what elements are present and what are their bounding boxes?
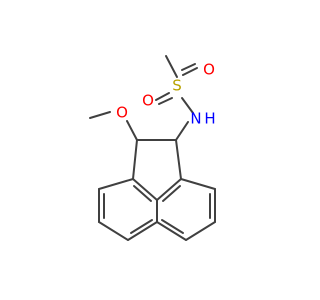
- bond-c1-c8a: [132, 139, 138, 180]
- bond-s-o-top-1: [181, 63, 196, 71]
- bond-c6-c5a: [127, 221, 158, 241]
- bond-s-o-left-1: [155, 92, 170, 101]
- bond-c2a-c8b: [156, 178, 182, 201]
- bond-s-methyl: [165, 55, 178, 78]
- double-bond-left-3: [133, 185, 152, 202]
- double-bond-right-2: [161, 219, 184, 234]
- bond-c2-c2a: [175, 139, 182, 180]
- atom-label-s: S: [172, 77, 182, 95]
- atom-label-o-methoxy: O: [116, 104, 128, 122]
- bond-c7-c6: [98, 221, 129, 241]
- bond-o-c1: [126, 120, 138, 141]
- bond-methyl-o: [89, 111, 111, 119]
- bond-s-o-top-2: [182, 67, 198, 76]
- atom-label-h: H: [204, 110, 215, 128]
- bond-c4-c5: [185, 221, 216, 241]
- bond-c2a-c3: [180, 178, 216, 190]
- atom-label-o-top: O: [203, 61, 215, 79]
- atom-label-o-left: O: [142, 92, 154, 110]
- molecule-structure: S O O N H O: [89, 55, 216, 241]
- molecule-canvas: S O O N H O: [89, 55, 216, 241]
- atom-label-n: N: [190, 110, 201, 128]
- bond-c5-c5a: [156, 221, 187, 241]
- bond-c8a-c8: [98, 178, 134, 190]
- double-bond-right-3: [162, 185, 181, 202]
- bond-s-o-left-2: [158, 97, 173, 105]
- bond-c8a-c8b: [132, 178, 158, 201]
- bond-s-n: [181, 97, 194, 114]
- double-bond-left-2: [130, 219, 153, 234]
- bond-n-c2: [175, 121, 189, 141]
